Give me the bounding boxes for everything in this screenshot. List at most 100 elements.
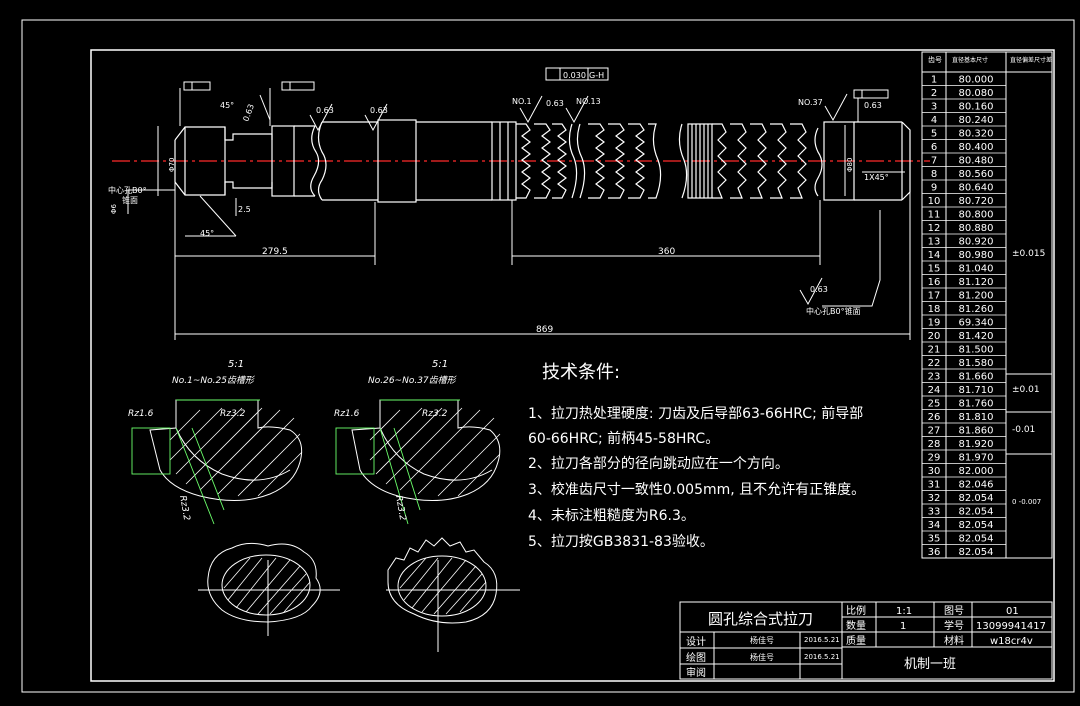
tech-line-1: 1、拉刀热处理硬度: 刀齿及后导部63-66HRC; 前导部 (528, 405, 863, 422)
dimension-869: 869 (536, 325, 553, 335)
table-row-number: 29 (928, 453, 941, 464)
table-row-number: 36 (928, 547, 941, 558)
title-block (679, 601, 1053, 680)
detail-left-rz3: Rz3.2 (177, 495, 191, 522)
tech-line-2: 60-66HRC; 前柄45-58HRC。 (528, 430, 719, 447)
table-row-number: 13 (928, 237, 941, 248)
weight-label: 质量 (846, 635, 866, 647)
table-row-number: 30 (928, 466, 941, 477)
table-row-diameter: 80.320 (959, 129, 994, 140)
table-row-number: 22 (928, 358, 941, 369)
center-hole-right: 中心孔B0°锥面 (806, 306, 861, 316)
table-row-diameter: 81.260 (959, 304, 994, 315)
table-row-diameter: 80.980 (959, 250, 994, 261)
draw-label: 绘图 (686, 651, 706, 664)
diameter-label-2: Φ80 (846, 158, 854, 172)
draw-name: 杨佳号 (750, 652, 774, 662)
detail-right-scale: 5:1 (432, 359, 448, 370)
tech-line-3: 2、拉刀各部分的径向跳动应在一个方向。 (528, 455, 789, 472)
table-row-number: 12 (928, 223, 941, 234)
angle-label-1: 45° (200, 229, 214, 238)
table-row-number: 34 (928, 520, 941, 531)
table-row-number: 8 (931, 169, 937, 180)
tooth-label-1: NO.1 (512, 97, 532, 106)
table-row-number: 3 (931, 102, 937, 113)
table-row-number: 24 (928, 385, 941, 396)
tolerance-group-0: ±0.015 (1012, 249, 1045, 259)
table-row-diameter: 80.560 (959, 169, 994, 180)
table-row-diameter: 82.046 (959, 480, 994, 491)
table-row-diameter: 80.800 (959, 210, 994, 221)
table-row-number: 32 (928, 493, 941, 504)
tech-line-6: 5、拉刀按GB3831-83验收。 (528, 534, 714, 550)
table-row-number: 10 (928, 196, 941, 207)
dimension-279: 279.5 (262, 247, 288, 257)
roughness-symbols (309, 93, 848, 306)
table-row-diameter: 80.720 (959, 196, 994, 207)
table-row-diameter: 81.810 (959, 412, 994, 423)
table-row-number: 7 (931, 156, 937, 167)
cross-section-left (198, 542, 340, 636)
title-block-name: 圆孔综合式拉刀 (708, 610, 813, 628)
table-row-number: 16 (928, 277, 941, 288)
detail-view-right: 5:1 No.26~No.37齿槽形 Rz1.6 Rz3.2 Rz3.2 (334, 359, 501, 525)
roughness-3: 0.63 (864, 101, 882, 110)
table-row-diameter: 81.920 (959, 439, 994, 450)
inner-frame (90, 49, 1055, 682)
roughness-1: 0.63 (370, 106, 388, 115)
tolerance-group-3: 0 -0.007 (1012, 498, 1041, 506)
material-label: 材料 (944, 634, 964, 647)
table-row-diameter: 81.860 (959, 426, 994, 437)
runout-datum: G-H (589, 71, 604, 80)
table-row-diameter: 69.340 (959, 318, 994, 329)
table-row-number: 18 (928, 304, 941, 315)
detail-right-rz1: Rz1.6 (334, 409, 360, 419)
table-row-diameter: 82.054 (959, 493, 994, 504)
table-row-number: 26 (928, 412, 941, 423)
center-hole-left: 中心孔B0° (108, 185, 147, 195)
quantity-value: 1 (900, 621, 906, 632)
table-row-number: 1 (931, 75, 937, 86)
tooth-label-37: NO.37 (798, 98, 823, 107)
review-label: 审阅 (686, 666, 706, 679)
table-row-number: 15 (928, 264, 941, 275)
table-row-diameter: 82.054 (959, 547, 994, 558)
table-header-deviation: 直径偏差尺寸差 (1010, 56, 1052, 64)
table-row-number: 6 (931, 142, 937, 153)
table-row-number: 33 (928, 507, 941, 518)
table-row-number: 35 (928, 534, 941, 545)
diameter-label-1: Φ70 (168, 158, 176, 172)
table-row-diameter: 80.000 (959, 75, 994, 86)
table-row-number: 25 (928, 399, 941, 410)
technical-conditions: 技术条件: 1、拉刀热处理硬度: 刀齿及后导部63-66HRC; 前导部 60-… (528, 362, 865, 550)
diameter-label-0: Φ6 (110, 203, 118, 214)
broach-outline (174, 119, 911, 203)
detail-right-title: No.26~No.37齿槽形 (368, 375, 458, 386)
table-row-diameter: 82.054 (959, 534, 994, 545)
table-row-number: 20 (928, 331, 941, 342)
roughness-5: 0.63 (241, 103, 256, 123)
roughness-4: 0.63 (810, 285, 828, 294)
table-row-diameter: 81.970 (959, 453, 994, 464)
table-row-number: 28 (928, 439, 941, 450)
table-row-number: 2 (931, 88, 937, 99)
tolerance-frames (183, 67, 889, 99)
detail-left-rz2: Rz3.2 (220, 409, 246, 419)
table-row-diameter: 82.054 (959, 507, 994, 518)
design-date: 2016.5.21 (804, 636, 840, 644)
angle-label-0: 45° (220, 101, 234, 110)
tech-line-5: 4、未标注粗糙度为R6.3。 (528, 508, 695, 524)
draw-date: 2016.5.21 (804, 653, 840, 661)
roughness-2: 0.63 (546, 99, 564, 108)
chamfer-label: 1X45° (864, 173, 889, 182)
table-row-diameter: 80.880 (959, 223, 994, 234)
center-hole-left-2: 锥面 (122, 195, 138, 205)
runout-tolerance-value: 0.030 (563, 71, 586, 80)
table-row-diameter: 81.660 (959, 372, 994, 383)
scale-label: 比例 (846, 604, 866, 617)
student-no-label: 学号 (944, 619, 964, 632)
table-row-number: 11 (928, 210, 941, 221)
detail-left-rz1: Rz1.6 (128, 409, 154, 419)
dimension-lines (127, 88, 911, 340)
